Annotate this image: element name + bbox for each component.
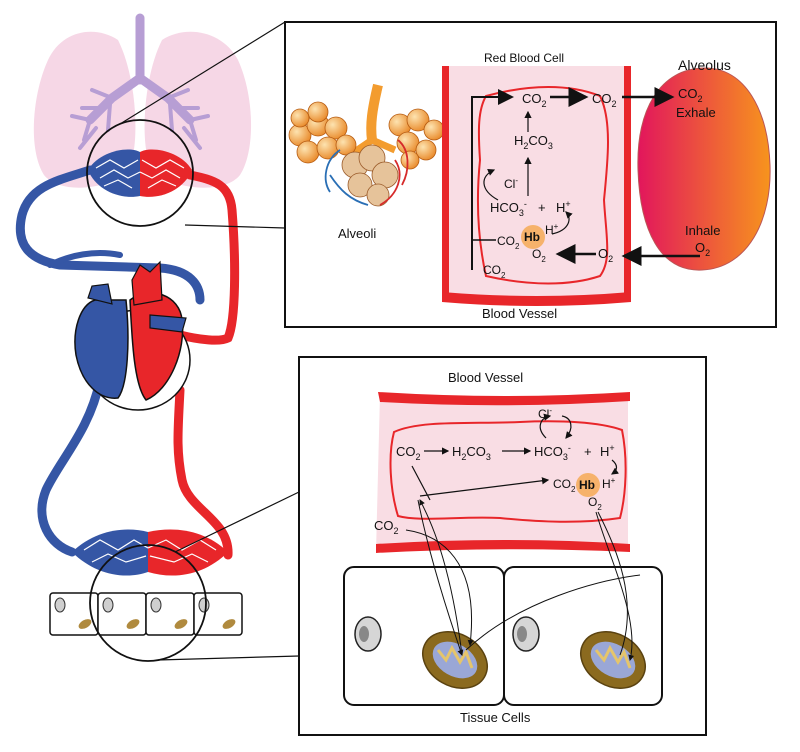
cl-ion: Cl- bbox=[504, 176, 518, 191]
tissue-cells-label: Tissue Cells bbox=[460, 710, 531, 725]
alveolus-label: Alveolus bbox=[678, 57, 731, 73]
hb-label: Hb bbox=[524, 230, 540, 244]
inhale-label: Inhale bbox=[685, 223, 720, 238]
co2-c: CO2 bbox=[678, 86, 703, 104]
hb-label-lower: Hb bbox=[579, 478, 595, 492]
upper-arrows bbox=[471, 87, 700, 270]
co2-lower: CO2 bbox=[396, 444, 421, 462]
lung-capillary-bed bbox=[86, 119, 194, 227]
o2-lower: O2 bbox=[588, 495, 602, 512]
h-plus-2-lower: H+ bbox=[602, 476, 616, 491]
hco3: HCO3- bbox=[490, 199, 527, 218]
alveolus bbox=[637, 67, 771, 271]
co2-hb: CO2 bbox=[497, 234, 520, 251]
tissue-cells-row bbox=[49, 544, 243, 662]
upper-reactions: CO2 CO2 CO2 Exhale H2CO3 Cl- HCO3- + H+ … bbox=[483, 86, 720, 280]
o2-inhale: O2 bbox=[695, 240, 710, 258]
o2-mid: O2 bbox=[598, 246, 613, 264]
h2co3: H2CO3 bbox=[514, 133, 553, 151]
exhale-label: Exhale bbox=[676, 105, 716, 120]
h-plus: H+ bbox=[556, 199, 571, 215]
lungs bbox=[33, 13, 252, 188]
lower-blood-vessel bbox=[376, 392, 630, 553]
hco3-lower: HCO3- bbox=[534, 443, 571, 462]
co2-b: CO2 bbox=[592, 91, 617, 109]
red-blood-cell bbox=[477, 86, 609, 285]
hb-molecule-lower bbox=[576, 473, 600, 497]
h-plus-lower: H+ bbox=[600, 443, 615, 459]
heart bbox=[74, 260, 191, 411]
plus-sign-lower: + bbox=[584, 444, 592, 459]
zoom-circle-bottom bbox=[89, 544, 207, 662]
co2-out-lower: CO2 bbox=[374, 518, 399, 536]
diffusion-arrows bbox=[405, 499, 641, 661]
h2co3-lower: H2CO3 bbox=[452, 444, 491, 462]
tissue-cell-left bbox=[343, 566, 505, 706]
zoom-circle-top bbox=[86, 119, 194, 227]
co2-a: CO2 bbox=[522, 91, 547, 109]
h-plus-2: H+ bbox=[545, 222, 559, 237]
o2-hb: O2 bbox=[532, 247, 546, 264]
circulation-vessels bbox=[15, 165, 240, 560]
zoom-connectors bbox=[119, 21, 300, 661]
co2-out: CO2 bbox=[483, 263, 506, 280]
plus-sign: + bbox=[538, 200, 546, 215]
co2-hb-lower: CO2 bbox=[553, 477, 576, 494]
blood-vessel-label-bottom: Blood Vessel bbox=[448, 370, 523, 385]
blood-vessel-label-top: Blood Vessel bbox=[482, 306, 557, 321]
lower-arrows bbox=[411, 413, 619, 501]
tissue-capillary-bed bbox=[72, 529, 228, 576]
alveoli-label: Alveoli bbox=[338, 226, 376, 241]
red-blood-cell-label: Red Blood Cell bbox=[484, 51, 564, 65]
alveoli-cluster bbox=[288, 83, 445, 207]
hb-molecule bbox=[521, 225, 545, 249]
